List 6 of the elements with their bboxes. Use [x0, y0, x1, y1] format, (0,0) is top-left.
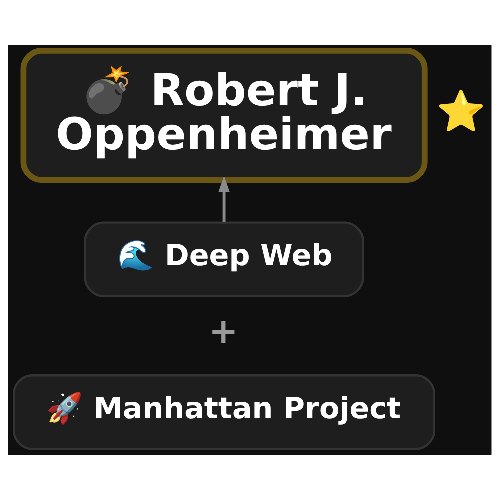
node-box: 💣 Robert J. Oppenheimer: [20, 48, 428, 184]
node-label: ⭐: [436, 89, 486, 136]
arrow: [218, 176, 230, 222]
node-box: 🌊 Deep Web: [84, 222, 364, 298]
node-box: 🚀 Manhattan Project: [13, 374, 436, 450]
label: +: [208, 312, 238, 353]
